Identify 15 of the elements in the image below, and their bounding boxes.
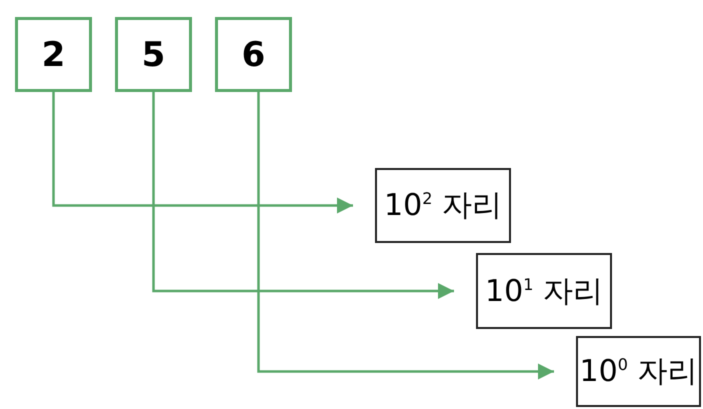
- place-value-box: [375, 168, 511, 243]
- place-value-label: 10$^{1}$ 자리: [485, 272, 603, 310]
- place-value-box: [576, 336, 701, 407]
- place-value-label: 10$^{0}$ 자리: [580, 353, 698, 391]
- place-value-label: 10$^{2}$ 자리: [384, 187, 502, 225]
- digit-label: 6: [242, 34, 266, 74]
- digit-box: [215, 17, 292, 92]
- arrow: [257, 92, 554, 380]
- digit-box: [115, 17, 192, 92]
- arrow: [152, 92, 454, 299]
- digit-box: [15, 17, 92, 92]
- digit-label: 5: [142, 34, 166, 74]
- digit-label: 2: [42, 34, 66, 74]
- arrow: [52, 92, 353, 214]
- place-value-box: [476, 253, 612, 329]
